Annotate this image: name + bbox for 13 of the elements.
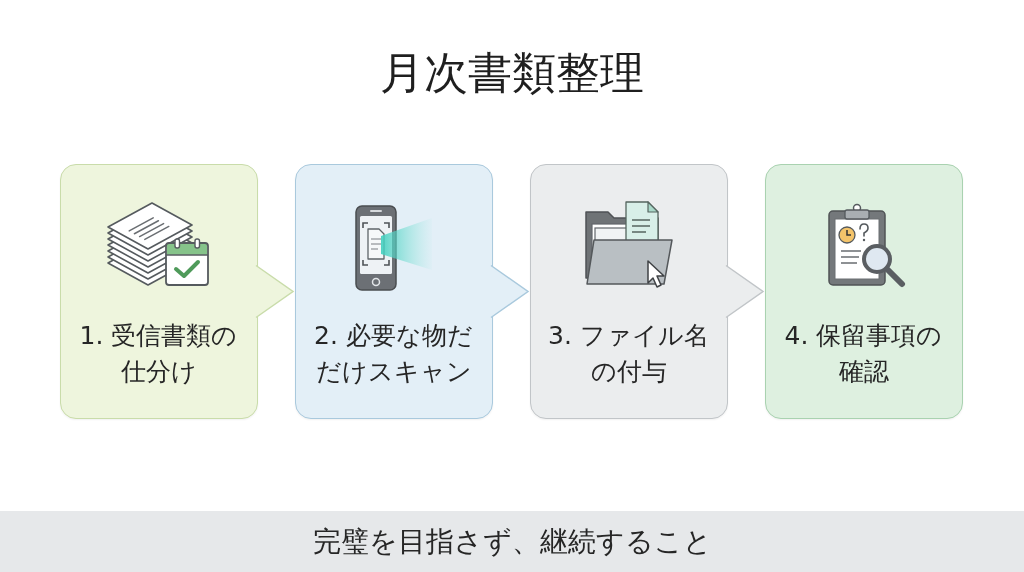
note-band: 完璧を目指さず、継続すること bbox=[0, 511, 1024, 572]
step-box bbox=[530, 164, 728, 419]
step-box bbox=[295, 164, 493, 419]
chevron-arrow bbox=[255, 264, 295, 319]
chevron-arrow bbox=[490, 264, 530, 319]
step-box bbox=[60, 164, 258, 419]
step-label: 2. 必要な物だだけスキャン bbox=[313, 320, 474, 388]
step-label: 3. ファイル名の付与 bbox=[547, 320, 710, 388]
chevron-arrow bbox=[725, 264, 765, 319]
step-label: 1. 受信書類の仕分け bbox=[78, 320, 239, 388]
title: 月次書類整理 bbox=[380, 46, 644, 100]
step-box bbox=[765, 164, 963, 419]
step-label: 4. 保留事項の確認 bbox=[783, 320, 944, 388]
